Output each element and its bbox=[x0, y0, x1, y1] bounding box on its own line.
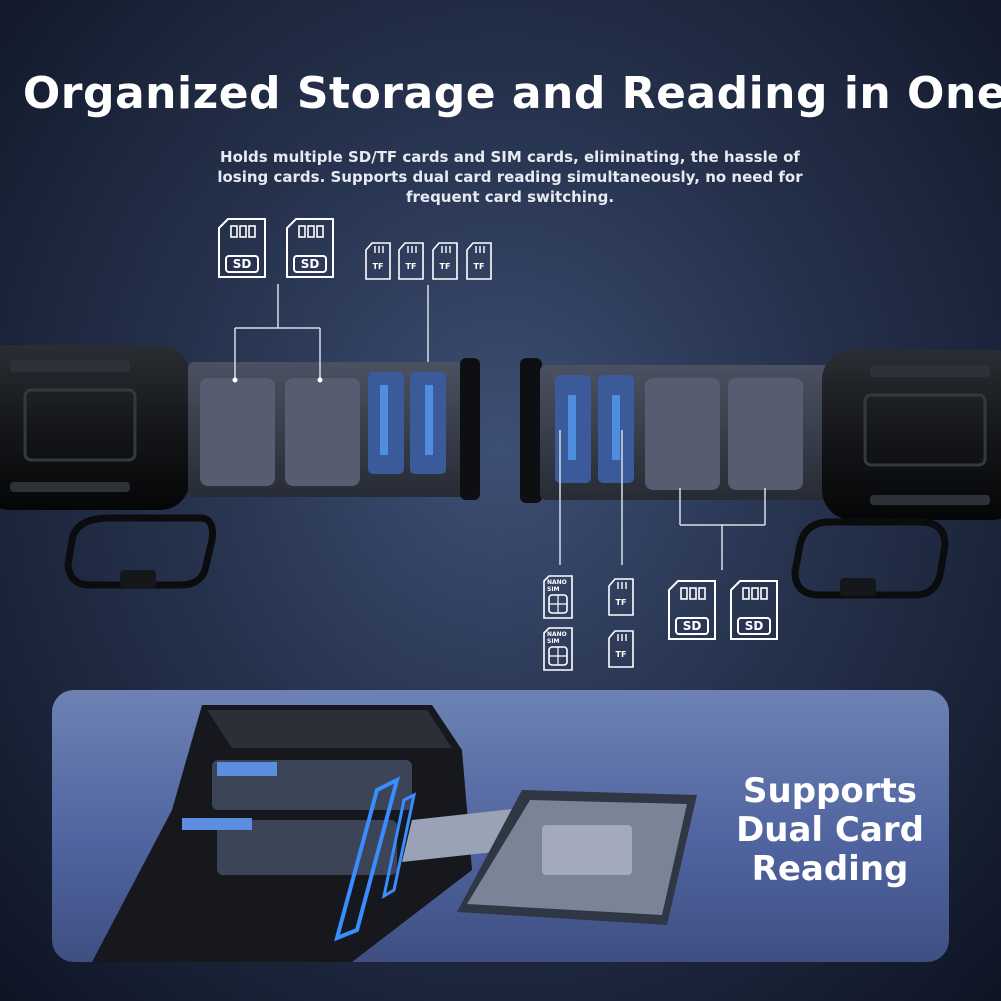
tf-card-icon: TF bbox=[466, 242, 492, 280]
tf-label: TF bbox=[372, 262, 384, 271]
right-callout-lines bbox=[559, 430, 766, 570]
sd-card-icon: SD bbox=[730, 580, 778, 640]
card-reader-illustration bbox=[92, 705, 697, 962]
tf-label: TF bbox=[615, 598, 627, 607]
sd-label: SD bbox=[232, 257, 252, 271]
description: Holds multiple SD/TF cards and SIM cards… bbox=[217, 148, 803, 206]
tf-label: TF bbox=[473, 262, 485, 271]
tf-label: TF bbox=[615, 650, 627, 659]
feature-heading: Supports Dual Card Reading bbox=[736, 771, 924, 889]
dual-reading-panel bbox=[52, 690, 949, 962]
right-case bbox=[520, 350, 1001, 599]
sd-card-icon: SD bbox=[218, 218, 266, 278]
tf-label: TF bbox=[439, 262, 451, 271]
tf-card-icon: TF bbox=[365, 242, 391, 280]
tf-card-icon: TF bbox=[398, 242, 424, 280]
tf-label: TF bbox=[405, 262, 417, 271]
sd-label: SD bbox=[744, 619, 764, 633]
left-callout-lines bbox=[234, 284, 429, 380]
tf-card-icon: TF bbox=[608, 578, 634, 616]
tf-card-icon: TF bbox=[608, 630, 634, 668]
sd-label: SD bbox=[300, 257, 320, 271]
sd-card-icon: SD bbox=[286, 218, 334, 278]
tf-card-icon: TF bbox=[432, 242, 458, 280]
headline: Organized Storage and Reading in One bbox=[22, 68, 1001, 119]
sd-card-icon: SD bbox=[668, 580, 716, 640]
left-case bbox=[0, 345, 480, 589]
sd-label: SD bbox=[682, 619, 702, 633]
